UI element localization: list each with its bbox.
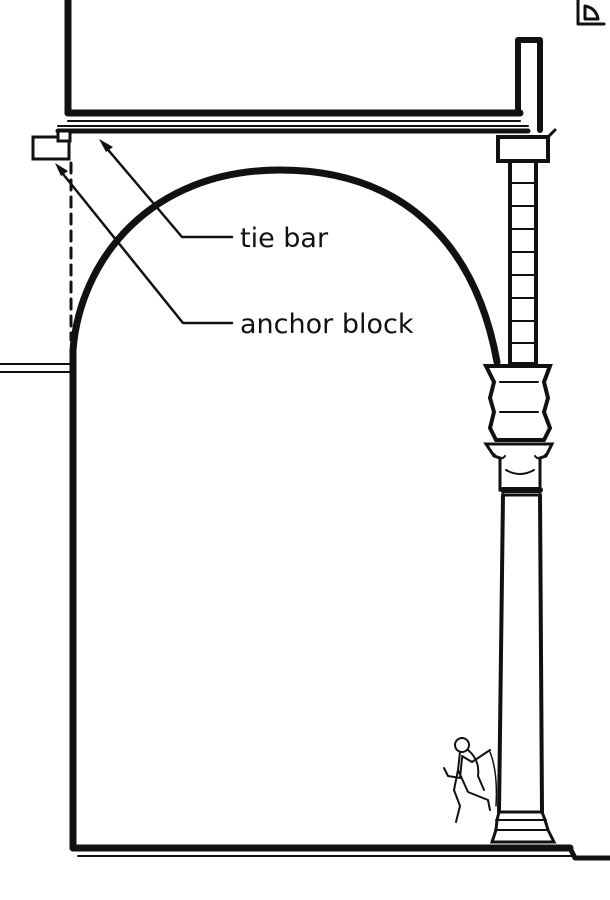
tie-bar-leader — [99, 139, 234, 239]
impost-block — [482, 364, 553, 442]
parapet — [515, 37, 543, 133]
tie-bar-capital — [496, 128, 557, 163]
anchor-block-leader — [55, 163, 234, 325]
corner-mark — [576, 0, 606, 26]
column-capital — [483, 442, 555, 492]
human-figure — [443, 737, 498, 823]
anchor-block — [31, 129, 72, 161]
upper-wall — [64, 0, 524, 122]
tie-bar — [55, 125, 531, 134]
label-anchor-block: anchor block — [240, 309, 414, 340]
column-shaft — [489, 487, 557, 844]
label-tie-bar: tie bar — [240, 223, 329, 254]
pier — [508, 159, 538, 366]
arch — [0, 166, 501, 852]
floor — [69, 844, 610, 861]
